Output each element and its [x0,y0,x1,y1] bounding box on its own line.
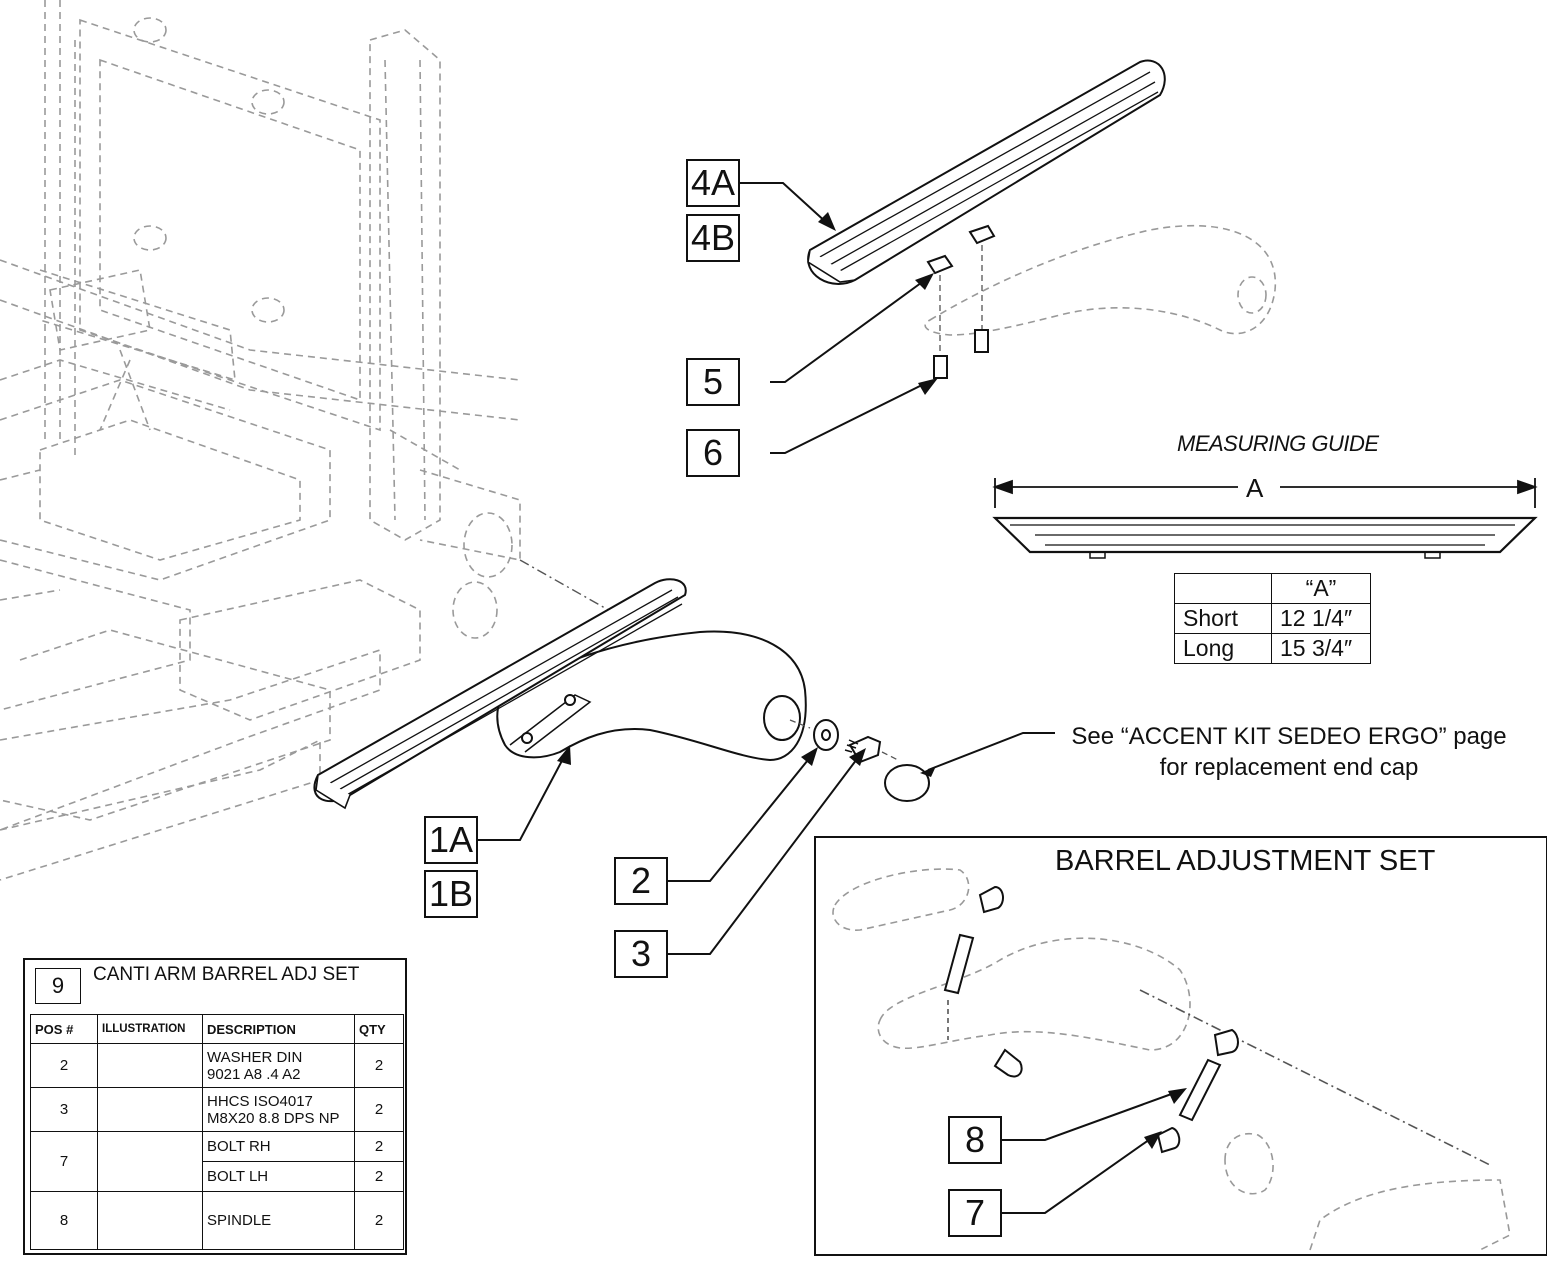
callout-6: 6 [686,429,740,477]
measuring-table: “A” Short 12 1/4″ Long 15 3/4″ [1174,573,1371,664]
nut-parts [926,224,996,275]
measure-value: 15 3/4″ [1271,633,1371,664]
measuring-guide-drawing [992,478,1538,559]
measure-value: 12 1/4″ [1271,603,1371,634]
arm-pad-part [807,59,1166,285]
qty-cell: 2 [354,1087,404,1132]
end-cap-note: See “ACCENT KIT SEDEO ERGO” page for rep… [1058,721,1520,783]
table-row: BOLT LH 2 [31,1161,404,1192]
callout-1b: 1B [424,870,478,918]
description-cell: BOLT RH [202,1131,355,1162]
measure-size: Short [1174,603,1272,634]
qty-cell: 2 [354,1191,404,1250]
barrel-set-drawing [832,868,1511,1251]
callout-2: 2 [614,857,668,905]
table-row: 7 BOLT RH 2 [30,1131,404,1192]
measure-row: Long 15 3/4″ [1174,633,1371,664]
col-illustration: ILLUSTRATION [97,1014,203,1044]
kit-number: 9 [35,968,81,1004]
measure-row: Short 12 1/4″ [1174,603,1371,634]
description-cell: SPINDLE [202,1191,355,1250]
col-qty: QTY [354,1014,404,1044]
wheelchair-frame-ghost [0,0,521,881]
end-cap-note-line2: for replacement end cap [1159,754,1419,781]
pos-cell: 3 [30,1087,98,1132]
armrest-assembly [313,578,807,810]
callout-3: 3 [614,930,668,978]
table-row: 8 SPINDLE 2 [30,1191,404,1250]
barrel-set-frame [814,836,1547,1256]
parts-table: POS # ILLUSTRATION DESCRIPTION QTY 2 WAS… [30,1014,404,1250]
screw-parts [933,329,989,379]
kit-title: CANTI ARM BARREL ADJ SET [93,964,360,985]
callout-8: 8 [948,1116,1002,1164]
washer-part [813,719,839,751]
col-description: DESCRIPTION [202,1014,355,1044]
pos-cell: 7 [30,1131,98,1192]
end-cap-part [884,764,930,802]
dimension-a-label: A [1238,473,1272,504]
callout-7: 7 [948,1189,1002,1237]
arrowheads [557,212,1187,1149]
pos-cell: 8 [30,1191,98,1250]
callout-4a: 4A [686,159,740,207]
callout-5: 5 [686,358,740,406]
description-line: M8X20 8.8 DPS NP [207,1109,340,1127]
description-cell: BOLT LH [202,1161,355,1192]
description-line: HHCS ISO4017 [207,1092,313,1110]
description-line: WASHER DIN [207,1048,303,1066]
measuring-guide-title: MEASURING GUIDE [1177,431,1379,456]
qty-cell: 2 [354,1043,404,1088]
measure-size: Long [1174,633,1272,664]
qty-cell: 2 [354,1131,404,1162]
qty-cell: 2 [354,1161,404,1192]
parts-kit-panel: 9 CANTI ARM BARREL ADJ SET POS # ILLUSTR… [23,958,407,1255]
callout-4b: 4B [686,214,740,262]
measure-header: “A” [1271,573,1371,604]
pos-cell: 2 [30,1043,98,1088]
end-cap-note-line1: See “ACCENT KIT SEDEO ERGO” page [1071,723,1507,750]
callout-1a: 1A [424,816,478,864]
description-line: 9021 A8 .4 A2 [207,1065,301,1083]
col-pos: POS # [30,1014,98,1044]
leader-lines [478,182,1178,1214]
barrel-set-title: BARREL ADJUSTMENT SET [1055,845,1436,877]
arm-ghost [924,224,1277,336]
